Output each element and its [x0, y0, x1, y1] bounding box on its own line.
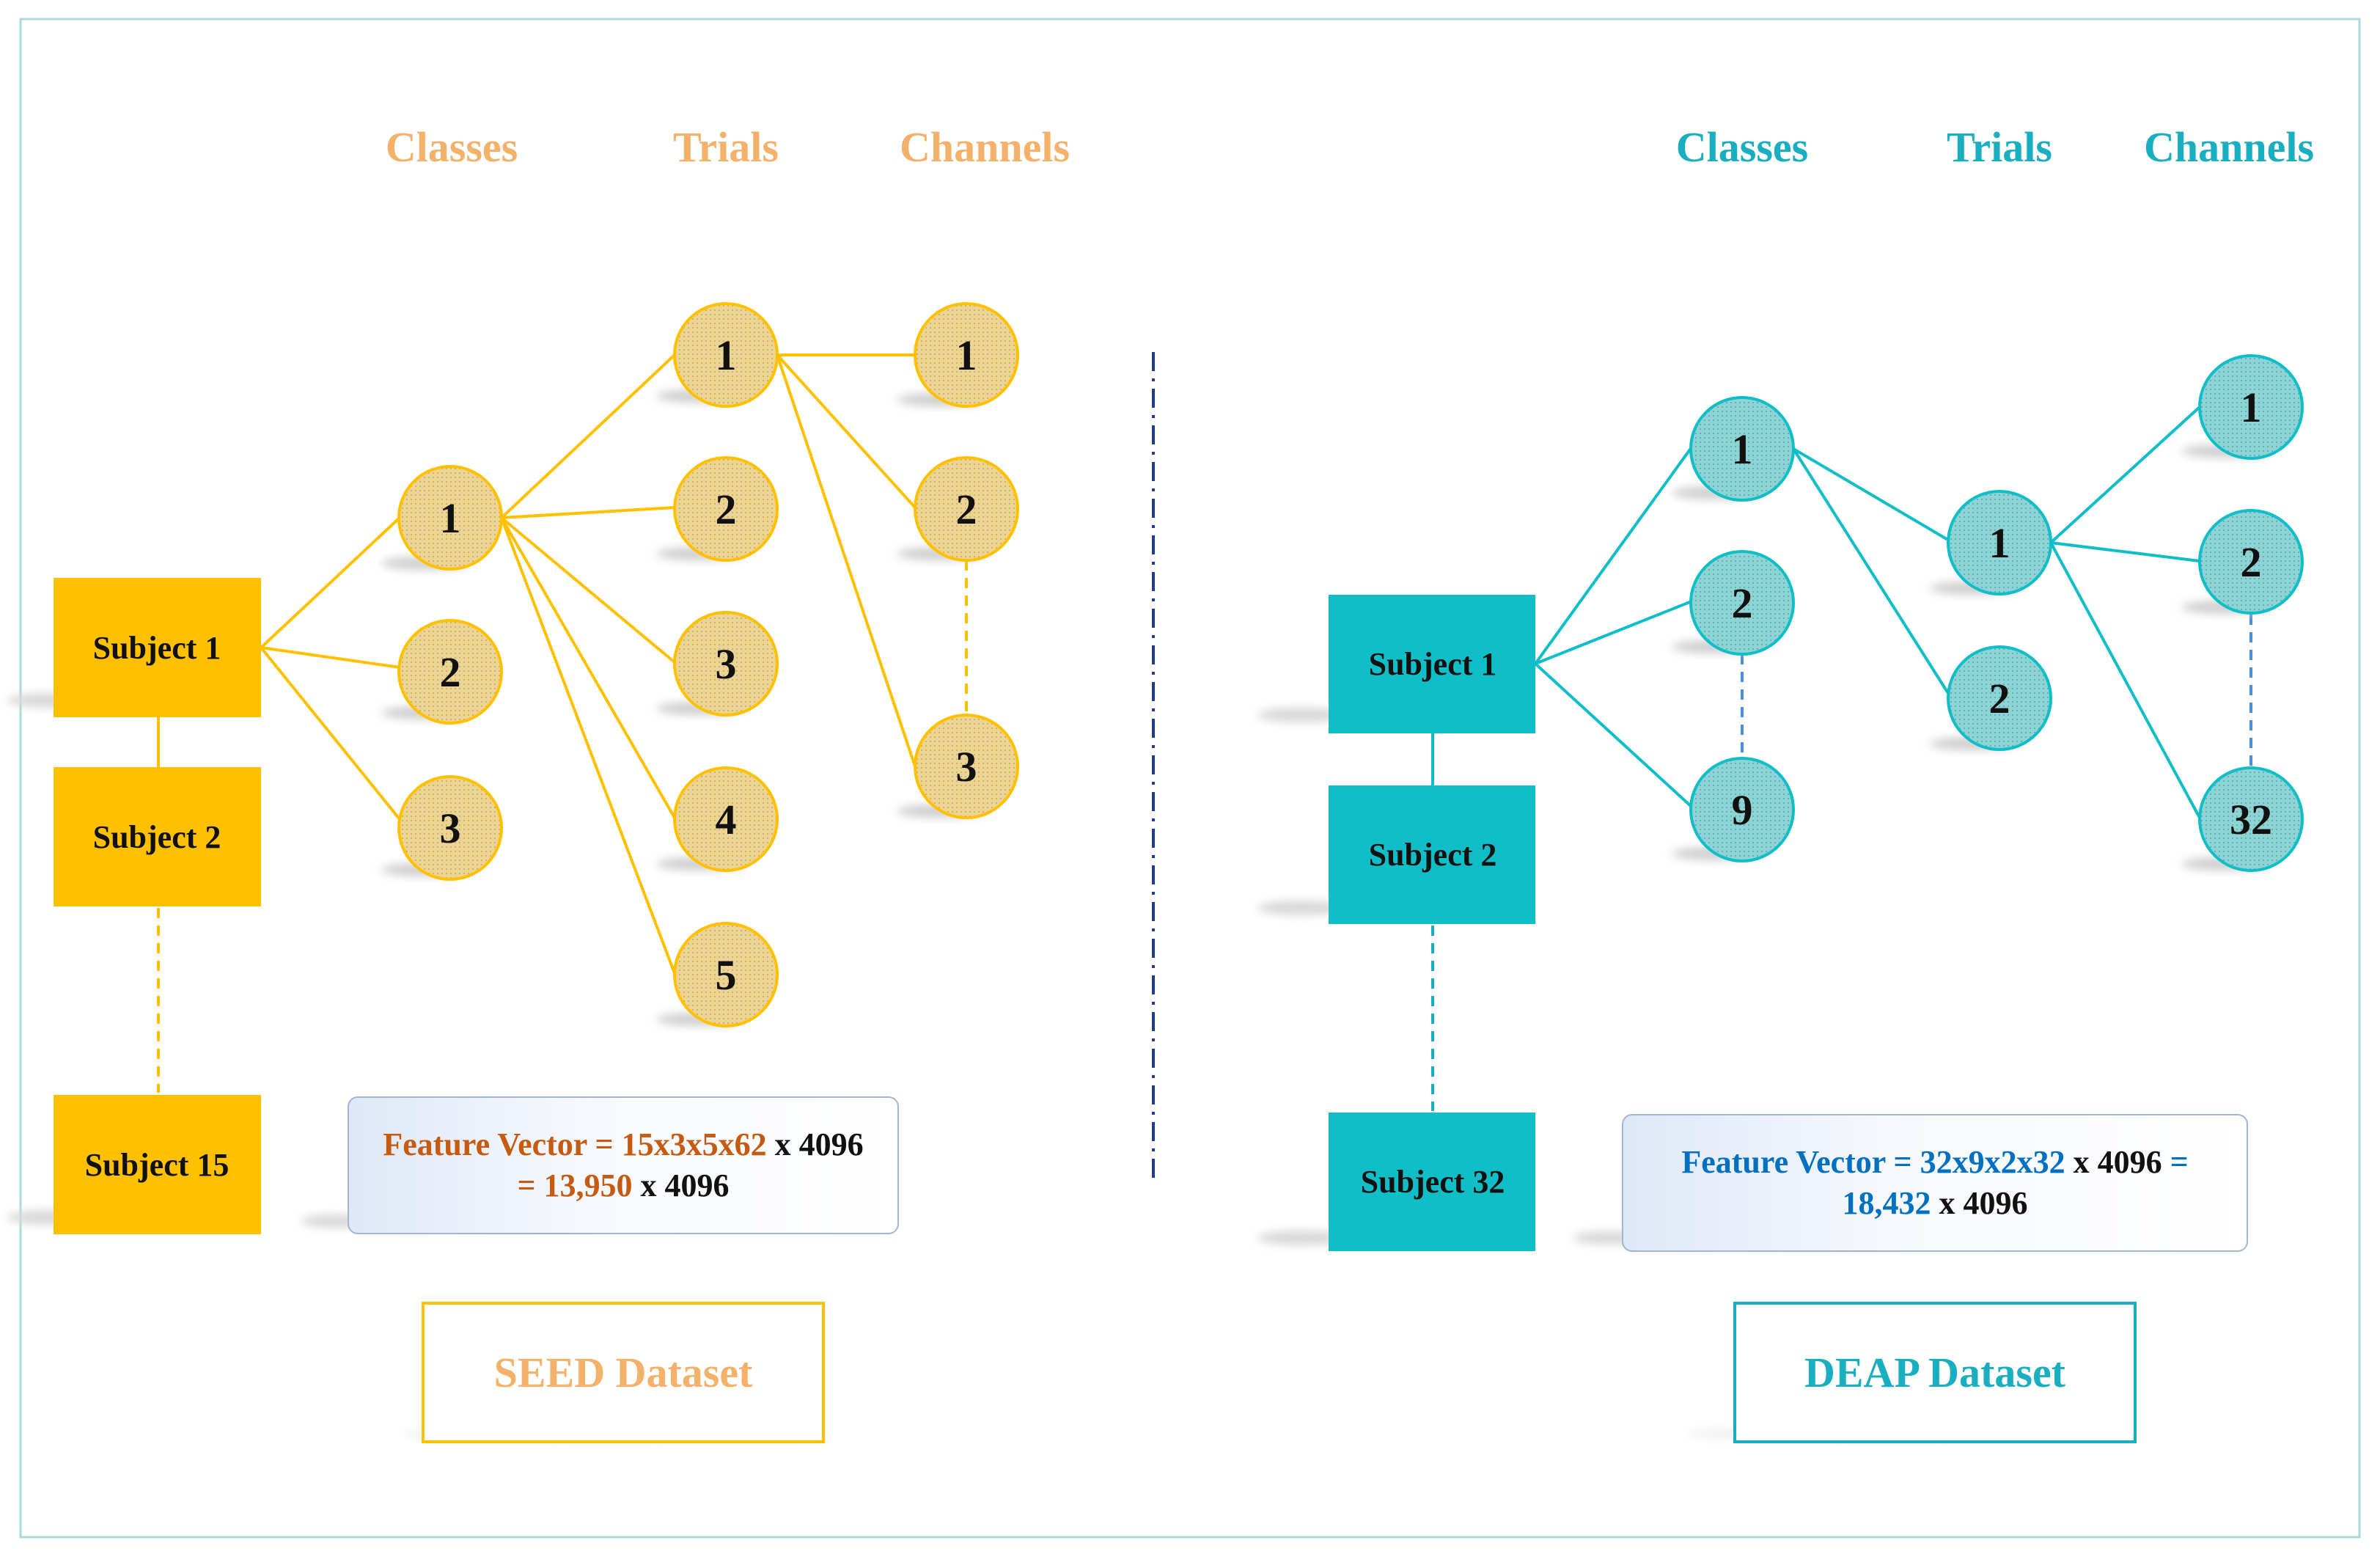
- svg-text:1: 1: [1989, 519, 2010, 567]
- deap-header-trials: Trials: [1947, 123, 2052, 171]
- seed-subject-15: Subject 15: [7, 1095, 261, 1234]
- deap-subject-32: Subject 32: [1257, 1113, 1535, 1251]
- seed-channel-node: 3: [897, 714, 1019, 819]
- svg-text:Subject 1: Subject 1: [93, 630, 221, 666]
- seed-feature-vector-result: = 13,950: [517, 1168, 633, 1203]
- deap-dataset-title: DEAP Dataset: [1733, 1302, 2137, 1443]
- deap-feature-vector-label: Feature Vector = 32x9x2x32: [1681, 1144, 2065, 1180]
- seed-class-node: 2: [381, 619, 503, 725]
- seed-header-channels: Channels: [900, 123, 1070, 171]
- svg-text:Subject 1: Subject 1: [1369, 646, 1497, 682]
- seed-class-node: 3: [381, 775, 503, 881]
- svg-text:2: 2: [716, 485, 737, 533]
- deap-class-node: 2: [1672, 550, 1795, 656]
- svg-text:2: 2: [1732, 579, 1753, 627]
- svg-text:2: 2: [440, 648, 461, 696]
- deap-channel-node: 2: [2181, 509, 2304, 615]
- svg-text:5: 5: [716, 951, 737, 999]
- svg-text:1: 1: [716, 331, 737, 379]
- svg-text:2: 2: [1989, 675, 2010, 722]
- deap-feature-vector-times2: x 4096: [1939, 1185, 2028, 1221]
- svg-text:2: 2: [956, 485, 977, 533]
- seed-subject-1: Subject 1: [7, 578, 261, 717]
- svg-text:Subject 2: Subject 2: [1369, 837, 1497, 873]
- seed-channel-node: 2: [897, 456, 1019, 562]
- deap-trial-node: 1: [1930, 490, 2052, 595]
- seed-trial-node: 2: [656, 456, 779, 562]
- seed-trial-node: 5: [656, 922, 779, 1027]
- deap-class-node: 9: [1672, 757, 1795, 862]
- seed-class-node: 1: [381, 465, 503, 571]
- svg-text:3: 3: [956, 743, 977, 791]
- seed-channel-node: 1: [897, 302, 1019, 408]
- seed-subject-2: Subject 2: [54, 767, 261, 906]
- svg-text:4: 4: [716, 796, 737, 843]
- svg-text:3: 3: [440, 805, 461, 852]
- seed-trial-node: 4: [656, 766, 779, 872]
- svg-text:1: 1: [2241, 384, 2262, 431]
- deap-diagram: Classes Trials Channels Subject 1 Subjec…: [1257, 123, 2314, 1441]
- seed-connectors: [157, 353, 968, 1093]
- svg-text:32: 32: [2230, 796, 2272, 843]
- seed-diagram: Classes Trials Channels Subject 1: [7, 123, 1070, 1441]
- deap-header-channels: Channels: [2144, 123, 2314, 171]
- deap-feature-vector-eq: =: [2170, 1144, 2189, 1180]
- deap-subject-2: Subject 2: [1257, 785, 1535, 924]
- svg-text:9: 9: [1732, 786, 1753, 834]
- deap-feature-vector-line2: 18,432 x 4096: [1623, 1183, 2247, 1224]
- seed-feature-vector-label: Feature Vector = 15x3x5x62: [383, 1126, 767, 1162]
- svg-text:3: 3: [716, 640, 737, 688]
- deap-subject-1: Subject 1: [1257, 595, 1535, 733]
- deap-feature-vector-times: x 4096: [2073, 1144, 2162, 1180]
- outer-frame: [19, 18, 2361, 1539]
- svg-text:Subject 2: Subject 2: [93, 819, 221, 855]
- deap-channel-node: 1: [2181, 354, 2304, 460]
- seed-feature-vector-box: Feature Vector = 15x3x5x62 x 4096 = 13,9…: [348, 1096, 899, 1234]
- seed-feature-vector-line1: Feature Vector = 15x3x5x62 x 4096: [349, 1124, 897, 1165]
- svg-text:1: 1: [956, 331, 977, 379]
- svg-text:1: 1: [1732, 425, 1753, 473]
- deap-feature-vector-box: Feature Vector = 32x9x2x32 x 4096 = 18,4…: [1622, 1114, 2248, 1252]
- svg-text:2: 2: [2241, 538, 2262, 586]
- deap-connectors: [1431, 406, 2252, 1111]
- seed-feature-vector-line2: = 13,950 x 4096: [349, 1165, 897, 1206]
- deap-feature-vector-line1: Feature Vector = 32x9x2x32 x 4096 =: [1623, 1142, 2247, 1183]
- deap-channel-node: 32: [2181, 766, 2304, 872]
- deap-feature-vector-result: 18,432: [1842, 1185, 1931, 1221]
- seed-feature-vector-times2: x 4096: [640, 1168, 730, 1203]
- deap-header-classes: Classes: [1676, 123, 1808, 171]
- seed-trial-node: 3: [656, 611, 779, 716]
- seed-dataset-title: SEED Dataset: [422, 1302, 825, 1443]
- deap-trial-node: 2: [1930, 645, 2052, 751]
- svg-text:Subject 32: Subject 32: [1361, 1164, 1505, 1200]
- seed-trial-node: 1: [656, 302, 779, 408]
- seed-header-classes: Classes: [386, 123, 518, 171]
- seed-feature-vector-times: x 4096: [774, 1126, 864, 1162]
- deap-class-node: 1: [1672, 396, 1795, 502]
- svg-text:Subject 15: Subject 15: [85, 1147, 229, 1183]
- svg-text:1: 1: [440, 494, 461, 542]
- seed-header-trials: Trials: [673, 123, 779, 171]
